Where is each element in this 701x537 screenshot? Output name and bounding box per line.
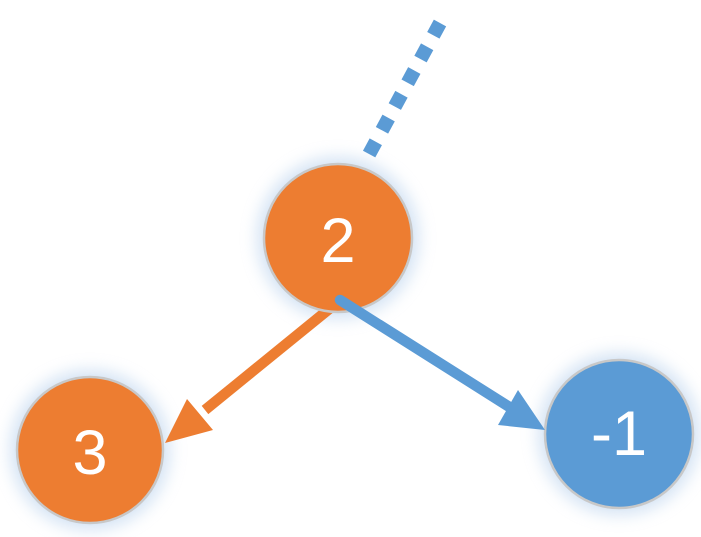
node-left-child bbox=[15, 375, 165, 525]
node-root bbox=[262, 162, 414, 314]
node-root-label: 2 bbox=[320, 206, 355, 276]
node-left-child-label: 3 bbox=[72, 418, 107, 488]
edge-root-to-right-arrowhead-icon bbox=[498, 390, 545, 430]
edge-root-to-left-line bbox=[201, 296, 343, 415]
node-right-child bbox=[543, 358, 695, 510]
node-right-child-label: -1 bbox=[591, 399, 647, 469]
edge-parent-to-root-dashed-line bbox=[360, 19, 447, 162]
edge-root-to-left-arrowhead-icon bbox=[165, 399, 213, 443]
edge-root-to-right-line bbox=[334, 294, 517, 414]
